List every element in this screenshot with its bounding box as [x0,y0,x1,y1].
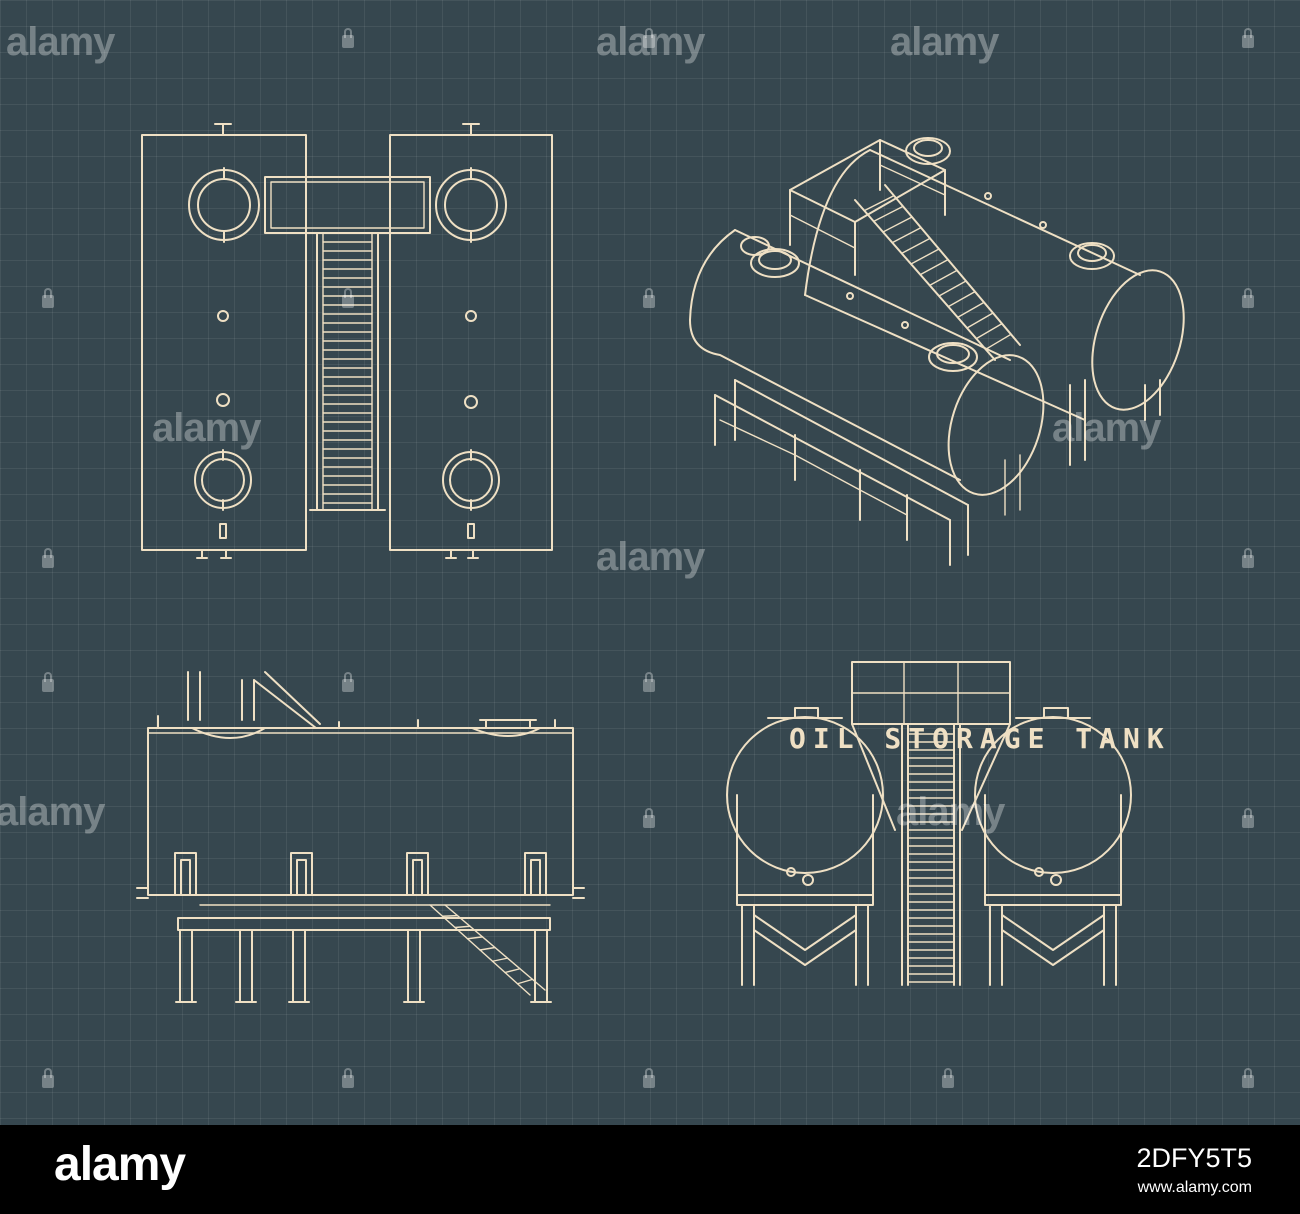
padlock-icon [342,288,354,308]
image-id: 2DFY5T5 [1136,1143,1252,1173]
watermark: alamy [596,535,705,579]
ladder-rung [863,194,895,212]
padlock-icon [42,1068,54,1088]
ladder-rung [872,205,904,223]
front-view-drawing [726,661,1132,986]
ladder-rung [491,957,509,962]
padlock-icon [342,1068,354,1088]
ladder-rung [947,290,976,308]
footer-url: www.alamy.com [1137,1179,1252,1196]
ladder-rung [900,237,931,255]
padlock-icon [42,672,54,692]
padlock-icon [643,672,655,692]
padlock-icon [342,28,354,48]
padlock-icon [1242,28,1254,48]
ladder-rung [984,333,1012,351]
ladder-rung [504,968,521,974]
ladder-rung [928,269,958,287]
footer-bar: alamy 2DFY5T5 www.alamy.com [0,1125,1300,1214]
watermark: alamy [152,406,261,450]
watermark: alamy [890,20,999,64]
ladder-rung [882,216,913,233]
side-view-drawing [136,671,585,1003]
watermark: alamy [896,790,1005,834]
padlock-icon [942,1068,954,1088]
ladder-rung [891,226,922,244]
padlock-icon [643,288,655,308]
ladder-rung [919,258,949,276]
watermark: alamy [0,790,105,834]
padlock-icon [1242,288,1254,308]
watermark: alamy [1052,406,1161,450]
padlock-icon [42,288,54,308]
padlock-icon [342,672,354,692]
ladder-rung [975,322,1003,340]
ladder-rung [910,248,940,265]
padlock-icon [643,1068,655,1088]
padlock-icon [1242,1068,1254,1088]
padlock-icon [1242,808,1254,828]
top-view-drawing [141,123,553,559]
padlock-icon [42,548,54,568]
padlock-icon [1242,548,1254,568]
ladder-rung [938,280,967,297]
watermark: alamy [596,20,705,64]
drawing-title: OIL STORAGE TANK [789,722,1171,755]
blueprint-sheet: OIL STORAGE TANK alamy alamy alamy alamy… [0,0,1300,1125]
padlock-icon [643,28,655,48]
padlock-icon [643,808,655,828]
ladder-rung [466,936,484,940]
tank-drawings [136,123,1185,1003]
ladder-rung [956,301,985,319]
ladder-rung [454,925,471,929]
ladder-rung [966,312,994,329]
ladder-rung [516,978,534,985]
watermark: alamy [6,20,115,64]
ladder-rung [479,946,496,951]
ladder-rung [441,914,459,917]
footer-logo: alamy [54,1138,186,1191]
isometric-view-drawing [689,137,1185,566]
